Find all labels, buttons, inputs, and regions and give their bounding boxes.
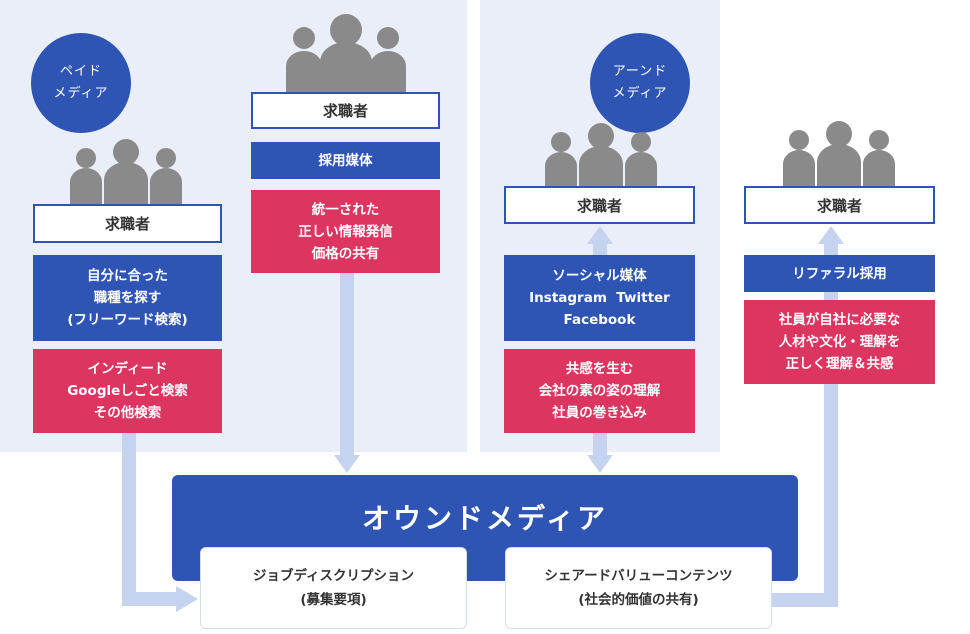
center-red-box: 統一された 正しい情報発信 価格の共有 [251,190,440,273]
earned-blue-line1: ソーシャル媒体 [552,268,647,284]
shared-value-card: シェアードバリューコンテンツ (社会的価値の共有) [505,547,772,629]
earned-red-box: 共感を生む 会社の素の姿の理解 社員の巻き込み [504,349,695,433]
center-connector-vertical [340,273,354,458]
job-description-subtitle: (募集要項) [300,592,367,608]
shared-value-subtitle: (社会的価値の共有) [578,592,699,608]
paid-seeker-box: 求職者 [33,204,222,243]
earned-media-circle-line1: アーンド [612,64,668,79]
job-description-card: ジョブディスクリプション (募集要項) [200,547,467,629]
center-blue-label: 採用媒体 [318,152,373,169]
center-seeker-label: 求職者 [322,102,368,120]
center-red-line2: 正しい情報発信 [298,223,393,240]
paid-connector-horizontal [122,592,180,606]
center-arrow-head-down [334,455,360,473]
referral-connector-vertical [824,240,838,607]
earned-arrow-head-down [587,455,613,473]
center-red-line1: 統一された [311,201,380,218]
earned-media-circle: アーンド メディア [590,33,690,133]
earned-media-circle-line2: メディア [612,86,668,101]
paid-arrow-head-right [176,586,198,612]
earned-red-line2: 会社の素の姿の理解 [538,383,661,399]
paid-seeker-label: 求職者 [104,215,150,233]
referral-red-line1: 社員が自社に必要な [778,312,901,328]
paid-media-circle: ペイド メディア [31,33,131,133]
earned-blue-line2: Instagram Twitter [529,290,670,306]
referral-red-line3: 正しく理解＆共感 [785,356,894,372]
earned-arrow-head-up [587,226,613,244]
paid-red-box: インディード Googleしごと検索 その他検索 [33,349,222,433]
referral-seeker-label: 求職者 [816,196,862,215]
center-red-line3: 価格の共有 [311,245,380,262]
paid-red-line3: その他検索 [93,405,162,421]
people-icon [286,14,406,92]
referral-red-line2: 人材や文化・理解を [778,334,901,350]
shared-value-title: シェアードバリューコンテンツ [544,568,733,584]
people-icon [783,121,895,186]
earned-red-line3: 社員の巻き込み [552,405,647,421]
earned-blue-box: ソーシャル媒体 Instagram Twitter Facebook [504,255,695,341]
paid-media-circle-line2: メディア [53,86,109,101]
referral-arrow-head-up [818,226,844,244]
referral-connector-horizontal [772,593,838,607]
people-icon [545,123,657,188]
paid-connector-vertical [122,433,136,606]
earned-seeker-box: 求職者 [504,186,695,224]
center-seeker-box: 求職者 [251,92,440,129]
earned-connector-upper [593,240,607,256]
referral-red-box: 社員が自社に必要な 人材や文化・理解を 正しく理解＆共感 [744,300,935,384]
earned-red-line1: 共感を生む [565,361,634,377]
paid-blue-line3: (フリーワード検索) [67,312,188,328]
referral-seeker-box: 求職者 [744,186,935,224]
referral-blue-label: リファラル採用 [792,265,887,282]
earned-blue-line3: Facebook [563,312,636,328]
paid-blue-line1: 自分に合った [87,268,168,284]
people-icon [70,139,182,204]
earned-seeker-label: 求職者 [576,196,622,215]
owned-media-title: オウンドメディア [361,502,609,535]
paid-blue-line2: 職種を探す [93,290,162,306]
center-blue-box: 採用媒体 [251,142,440,179]
job-description-title: ジョブディスクリプション [252,568,415,584]
earned-connector-lower [593,433,607,459]
referral-blue-box: リファラル採用 [744,255,935,292]
paid-red-line1: インディード [87,361,168,377]
paid-media-circle-line1: ペイド [59,64,102,79]
paid-blue-box: 自分に合った 職種を探す (フリーワード検索) [33,255,222,341]
paid-red-line2: Googleしごと検索 [67,383,188,399]
